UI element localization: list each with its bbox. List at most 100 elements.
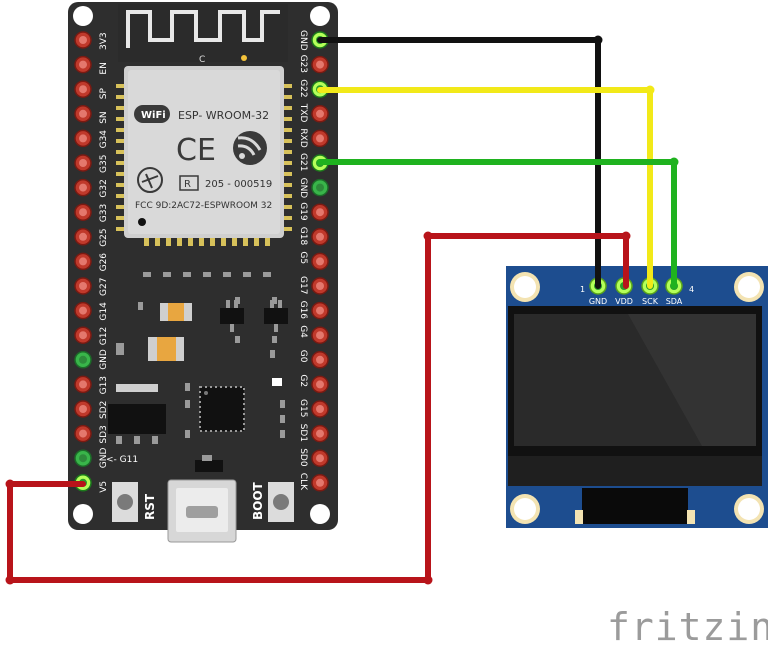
esp32-board: C WiFi ESP- WROOM-32 CE R 205 - 000519 F… [68, 2, 338, 543]
header-pin-g25[interactable] [74, 228, 92, 246]
header-pin-clk[interactable] [311, 474, 329, 492]
pin-label-3v3: 3V3 [99, 32, 109, 50]
header-pin-rxd[interactable] [311, 129, 329, 148]
approval-seal-icon [137, 167, 163, 193]
header-pin-sd2[interactable] [74, 400, 92, 418]
mount-hole [310, 6, 330, 26]
usb-port-icon [167, 479, 237, 543]
antenna-mark: C [199, 55, 205, 65]
pin-label-g17: G17 [298, 276, 308, 294]
header-pin-txd[interactable] [311, 105, 329, 123]
wire-bend-point [5, 479, 15, 489]
wire-bend-point [423, 231, 433, 241]
pin-label-g23: G23 [298, 55, 308, 73]
header-pin-g15[interactable] [311, 400, 329, 418]
approval-mark: R [184, 179, 191, 190]
oled-pin-index-end: 4 [689, 285, 694, 294]
header-pin-g14[interactable] [74, 301, 92, 320]
header-pin-g19[interactable] [311, 203, 329, 221]
header-pin-g23[interactable] [311, 55, 329, 74]
wire-bend-point [645, 85, 655, 95]
approval-number: 205 - 000519 [205, 179, 272, 190]
header-pin-g5[interactable] [311, 252, 329, 271]
boot-label: BOOT [251, 481, 265, 520]
rst-label: RST [143, 493, 157, 520]
pin-label-rxd: RXD [298, 128, 308, 147]
pin-label-g16: G16 [298, 301, 308, 320]
pin-label-g12: G12 [99, 327, 109, 345]
smd-components [108, 272, 288, 472]
mount-hole [73, 6, 93, 26]
pin-label-sp: SP [99, 87, 109, 99]
header-pin-g17[interactable] [311, 277, 329, 295]
header-pin-g32[interactable] [74, 178, 92, 197]
header-pin-g18[interactable] [311, 228, 329, 246]
espressif-logo-icon [233, 131, 267, 165]
pin-label-g25: G25 [99, 228, 109, 246]
header-pin-sd3[interactable] [74, 424, 92, 443]
antenna-dot [241, 55, 247, 61]
rst-button[interactable] [112, 482, 138, 522]
pin-label-txd: TXD [298, 103, 308, 123]
oled-ribbon [582, 488, 688, 524]
pin-label-g0: G0 [298, 350, 308, 363]
oled-pin-label-sda: SDA [666, 297, 683, 306]
header-pin-g33[interactable] [74, 203, 92, 221]
header-pin-gnd[interactable] [311, 178, 329, 197]
antenna-trace [126, 10, 280, 48]
ce-mark: CE [176, 133, 216, 168]
boot-button[interactable] [268, 482, 294, 522]
pin-label-sd3: SD3 [99, 425, 109, 443]
header-pin-g16[interactable] [311, 301, 329, 320]
pin-label-g15: G15 [298, 399, 308, 417]
wifi-logo [134, 105, 170, 123]
header-pin-g2[interactable] [311, 375, 329, 394]
header-pin-en[interactable] [74, 55, 92, 74]
pin-label-g26: G26 [99, 253, 109, 272]
pin-label-sn: SN [99, 111, 109, 123]
wire-bend-point [423, 575, 433, 585]
pin-label-g2: G2 [298, 374, 308, 387]
module-name: ESP- WROOM-32 [178, 109, 269, 122]
pin-label-g5: G5 [298, 251, 308, 264]
wire-joints [5, 35, 679, 585]
mount-hole [73, 504, 93, 524]
pin-label-g21: G21 [298, 153, 308, 171]
header-pin-gnd[interactable] [74, 351, 92, 369]
header-pin-g26[interactable] [74, 252, 92, 271]
pin-label-sd1: SD1 [298, 424, 308, 442]
pin-label-v5: V5 [99, 481, 109, 493]
header-pin-sd1[interactable] [311, 424, 329, 443]
wire-bend-point [621, 231, 631, 241]
header-pin-g35[interactable] [74, 154, 92, 172]
pin-label-gnd: GND [298, 30, 308, 51]
header-pin-sn[interactable] [74, 105, 92, 123]
pin-label-g4: G4 [298, 325, 308, 338]
header-pin-g12[interactable] [74, 326, 92, 344]
g11-label: <- G11 [106, 455, 138, 465]
wire-bend-point [669, 157, 679, 167]
header-pin-sd0[interactable] [311, 449, 329, 467]
oled-pin-label-vdd: VDD [615, 297, 633, 306]
pin-label-g34: G34 [99, 130, 109, 149]
header-pin-g0[interactable] [311, 351, 329, 369]
wifi-text: WiFi [141, 110, 166, 121]
header-pin-g4[interactable] [311, 326, 329, 344]
oled-pin-index-start: 1 [580, 285, 585, 294]
header-pin-g34[interactable] [74, 129, 92, 148]
header-pin-3v3[interactable] [74, 31, 92, 49]
pin-label-g22: G22 [298, 79, 308, 97]
header-pin-gnd[interactable] [74, 449, 92, 467]
header-pin-g13[interactable] [74, 375, 92, 394]
fcc-id: FCC 9D:2AC72-ESPWROOM 32 [135, 201, 272, 211]
header-pin-g27[interactable] [74, 277, 92, 295]
pin-label-g33: G33 [99, 204, 109, 222]
oled-pin-label-sck: SCK [642, 297, 659, 306]
header-pin-sp[interactable] [74, 80, 92, 98]
right-header-pins: GNDG23G22TXDRXDG21GNDG19G18G5G17G16G4G0G… [298, 30, 329, 492]
pin-label-en: EN [99, 62, 109, 74]
pin1-dot [138, 218, 146, 226]
module-pads [116, 84, 292, 246]
